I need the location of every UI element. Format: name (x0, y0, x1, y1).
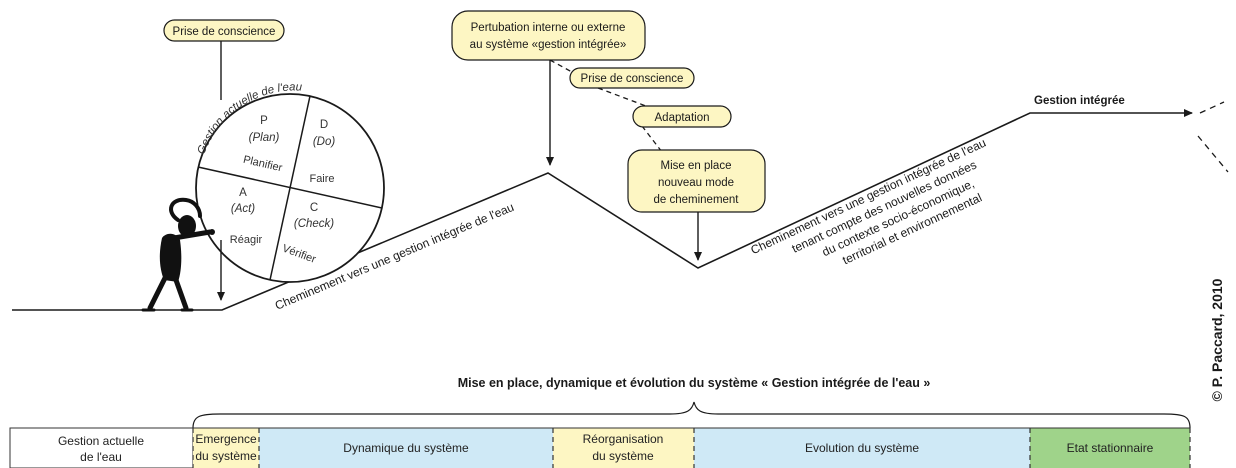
phase-cell-stationnaire (1030, 428, 1190, 468)
path-label-plateau: Gestion intégrée (1034, 95, 1125, 107)
trajectory-dashed-continuation (1199, 101, 1225, 114)
timeline-title: Mise en place, dynamique et évolution du… (458, 376, 931, 390)
trajectory-line (12, 109, 1193, 311)
wheel-a-verb: Réagir (230, 234, 263, 246)
timeline-brace (192, 401, 1191, 429)
person-pushing-wheel-icon (141, 197, 215, 312)
callout-adaptation: Adaptation (632, 105, 732, 128)
callout-mise-en-place-line1: Mise en place (661, 160, 732, 172)
phase-cell-reorganisation (553, 428, 694, 468)
wheel-d-sub: (Do) (313, 136, 336, 148)
callout-perturbation-line1: Pertubation interne ou externe (471, 22, 626, 34)
wheel-c-letter: C (310, 202, 318, 214)
phase-cell-dynamique (259, 428, 553, 468)
phase-dynamique: Dynamique du système (343, 441, 469, 455)
wheel-c-sub: (Check) (294, 218, 334, 230)
callout-adaptation-text: Adaptation (655, 112, 710, 124)
wheel-d-verb: Faire (309, 173, 334, 185)
pdca-wheel: P (Plan) Planifier D (Do) Faire A (Act) … (195, 81, 385, 283)
phase-cell-evolution (694, 428, 1030, 468)
callout-perturbation: Pertubation interne ou externe au systèm… (451, 10, 646, 61)
phase-evolution: Evolution du système (805, 441, 919, 455)
path-label-second-slope: Cheminement vers une gestion intégrée de… (749, 136, 989, 268)
callout-prise-de-conscience-2: Prise de conscience (569, 67, 695, 89)
copyright-text: © P. Paccard, 2010 (1209, 278, 1225, 401)
callout-prise-de-conscience-2-text: Prise de conscience (581, 73, 684, 85)
wheel-p-letter: P (260, 115, 268, 127)
phase-current-line2: de l'eau (80, 450, 122, 464)
phase-reorganisation-line2: du système (592, 449, 654, 463)
phase-reorganisation-line1: Réorganisation (583, 432, 664, 446)
phase-bar: Gestion actuelle de l'eau Emergence du s… (9, 427, 1191, 468)
callout-prise-de-conscience-1: Prise de conscience (163, 19, 285, 42)
dashed-connector-perturbation (549, 59, 573, 73)
phase-current-line1: Gestion actuelle (58, 434, 144, 448)
callout-mise-en-place-line3: de cheminement (653, 194, 739, 206)
phase-emergence-line1: Emergence (195, 432, 257, 446)
callout-perturbation-line2: au système «gestion intégrée» (470, 39, 627, 51)
callout-mise-en-place: Mise en place nouveau mode de cheminemen… (627, 149, 766, 213)
callout-mise-en-place-line2: nouveau mode (658, 177, 734, 189)
phase-cell-emergence (193, 428, 259, 468)
dashed-connector-adaptation (641, 125, 663, 153)
wheel-a-letter: A (239, 187, 247, 199)
callout-prise-de-conscience-1-text: Prise de conscience (173, 26, 276, 38)
trajectory-dashed-down (1197, 135, 1229, 173)
wheel-d-letter: D (320, 119, 328, 131)
phase-stationnaire: Etat stationnaire (1067, 441, 1154, 455)
wheel-p-sub: (Plan) (249, 132, 280, 144)
phase-emergence-line2: du système (195, 449, 257, 463)
wheel-a-sub: (Act) (231, 203, 255, 215)
